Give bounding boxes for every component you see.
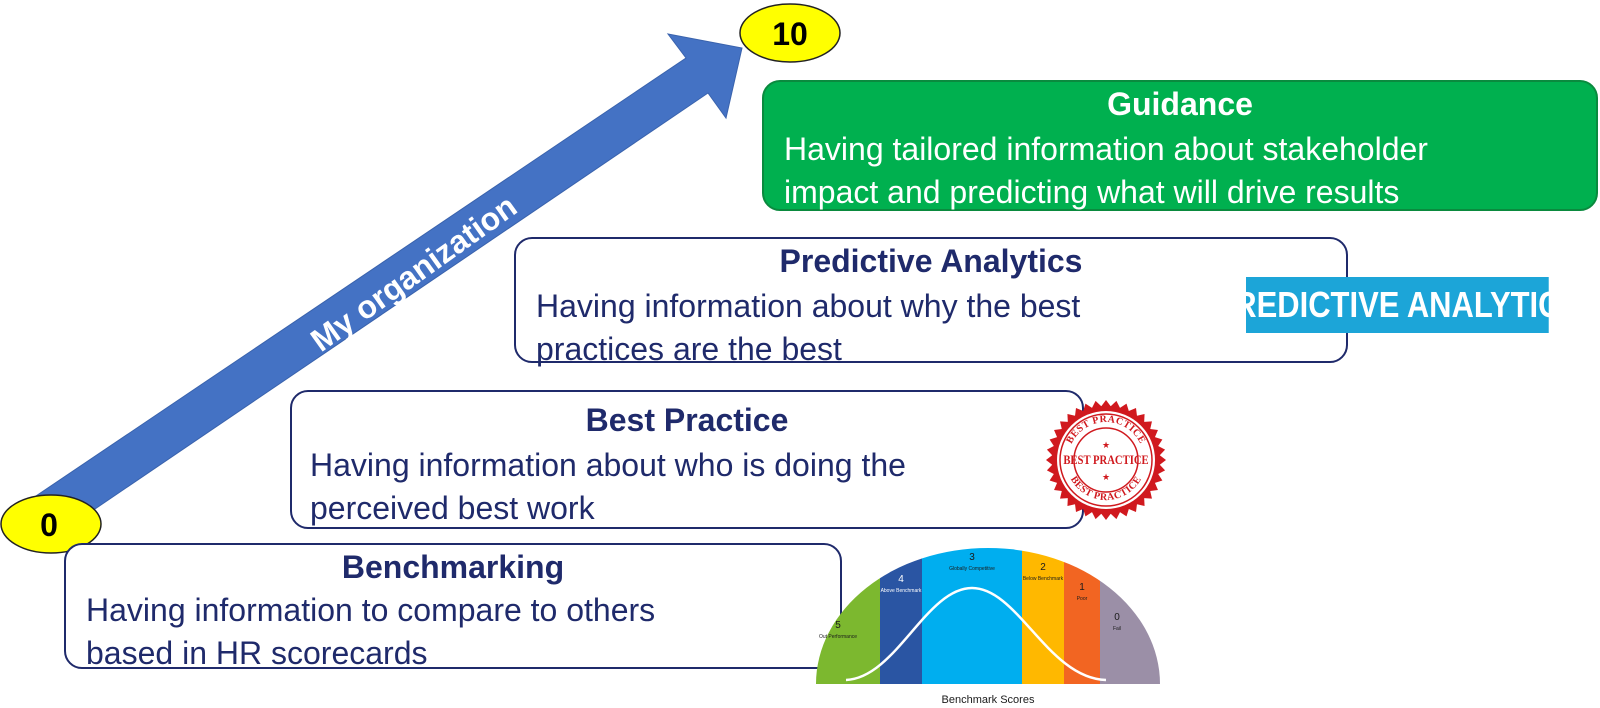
segment-5 — [816, 548, 880, 684]
best-practice-description-line: Having information about who is doing th… — [310, 444, 906, 487]
benchmarking-box: Benchmarking Having information to compa… — [64, 543, 842, 669]
best-practice-title: Best Practice — [292, 402, 1082, 439]
segment-4 — [880, 548, 922, 684]
predictive-analytics-description-line: Having information about why the best — [536, 285, 1080, 328]
segment-2-label: Below Benchmark — [1023, 576, 1064, 582]
segment-1-score: 1 — [1079, 582, 1085, 593]
best-practice-description: Having information about who is doing th… — [310, 444, 906, 530]
arrow-label: My organization — [304, 188, 523, 359]
guidance-title: Guidance — [764, 86, 1596, 123]
segment-0 — [1100, 548, 1160, 684]
seal-star-icon: ★ — [1102, 440, 1110, 450]
segment-4-label: Above Benchmark — [881, 588, 922, 594]
segment-1 — [1064, 548, 1100, 684]
predictive-analytics-banner: PREDICTIVE ANALYTICS — [1246, 277, 1549, 333]
start-marker-label: 0 — [40, 507, 58, 543]
predictive-analytics-title: Predictive Analytics — [516, 243, 1346, 280]
segment-3-score: 3 — [969, 552, 975, 563]
end-marker-label: 10 — [772, 16, 808, 52]
guidance-box: Guidance Having tailored information abo… — [762, 80, 1598, 211]
guidance-description-line: Having tailored information about stakeh… — [784, 128, 1428, 171]
benchmark-scores-graphic: 5 Out Performance 4 Above Benchmark 3 Gl… — [816, 548, 1160, 708]
benchmarking-description-line: Having information to compare to others — [86, 589, 655, 632]
segment-5-label: Out Performance — [819, 634, 857, 640]
guidance-description-line: impact and predicting what will drive re… — [784, 171, 1428, 214]
benchmarking-title: Benchmarking — [66, 549, 840, 586]
guidance-description: Having tailored information about stakeh… — [784, 128, 1428, 214]
segment-2-score: 2 — [1040, 562, 1046, 573]
predictive-analytics-description-line: practices are the best — [536, 328, 1080, 371]
best-practice-seal: BEST PRACTICE BEST PRACTICE ★ ★ BEST PRA… — [1044, 398, 1168, 522]
segment-4-score: 4 — [898, 574, 904, 585]
predictive-analytics-description: Having information about why the best pr… — [536, 285, 1080, 371]
segment-0-label: Fail — [1113, 626, 1121, 632]
benchmark-graphic-title: Benchmark Scores — [942, 694, 1035, 706]
segment-1-label: Poor — [1077, 596, 1088, 602]
segment-0-score: 0 — [1114, 612, 1120, 623]
seal-center-text: BEST PRACTICE — [1063, 452, 1148, 467]
best-practice-description-line: perceived best work — [310, 487, 906, 530]
benchmarking-description-line: based in HR scorecards — [86, 632, 655, 675]
segment-5-score: 5 — [835, 620, 841, 631]
benchmarking-description: Having information to compare to others … — [86, 589, 655, 675]
segment-3-label: Globally Competitive — [949, 566, 995, 572]
best-practice-box: Best Practice Having information about w… — [290, 390, 1084, 529]
seal-star-icon: ★ — [1102, 472, 1110, 482]
